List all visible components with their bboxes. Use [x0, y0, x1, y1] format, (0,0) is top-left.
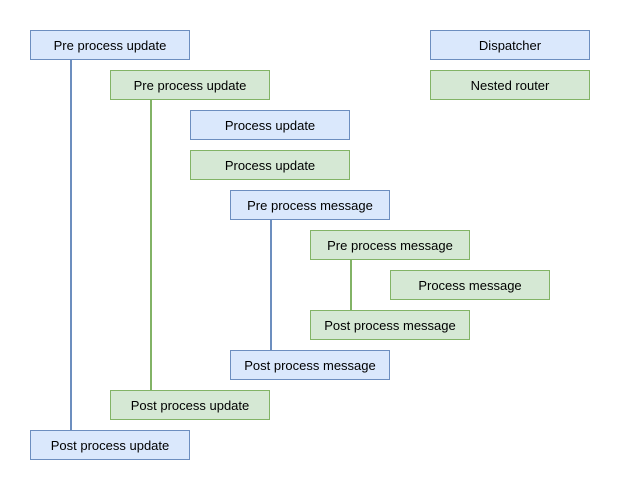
node-pre-process-message-blue: Pre process message — [230, 190, 390, 220]
node-label: Post process message — [244, 357, 376, 373]
node-post-process-message-green: Post process message — [310, 310, 470, 340]
node-post-process-message-blue: Post process message — [230, 350, 390, 380]
node-label: Process message — [418, 277, 522, 293]
node-pre-process-update-blue: Pre process update — [30, 30, 190, 60]
connector-pre-process-update-blue-to-post-process-update-blue — [70, 60, 72, 430]
node-nested-router: Nested router — [430, 70, 590, 100]
connector-pre-process-message-green-to-post-process-message-green — [350, 260, 352, 310]
node-label: Dispatcher — [478, 37, 542, 53]
node-label: Pre process message — [247, 197, 373, 213]
node-process-message-green: Process message — [390, 270, 550, 300]
node-post-process-update-blue: Post process update — [30, 430, 190, 460]
node-dispatcher: Dispatcher — [430, 30, 590, 60]
node-label: Nested router — [470, 77, 550, 93]
node-label: Post process update — [130, 397, 250, 413]
connector-pre-process-update-green-to-post-process-update-green — [150, 100, 152, 390]
node-process-update-blue: Process update — [190, 110, 350, 140]
node-label: Pre process update — [53, 37, 167, 53]
node-post-process-update-green: Post process update — [110, 390, 270, 420]
node-label: Pre process update — [133, 77, 247, 93]
node-label: Post process update — [50, 437, 170, 453]
connector-pre-process-message-blue-to-post-process-message-blue — [270, 220, 272, 350]
node-label: Process update — [224, 117, 316, 133]
node-pre-process-message-green: Pre process message — [310, 230, 470, 260]
node-pre-process-update-green: Pre process update — [110, 70, 270, 100]
node-label: Pre process message — [327, 237, 453, 253]
node-label: Post process message — [324, 317, 456, 333]
node-label: Process update — [224, 157, 316, 173]
node-process-update-green: Process update — [190, 150, 350, 180]
